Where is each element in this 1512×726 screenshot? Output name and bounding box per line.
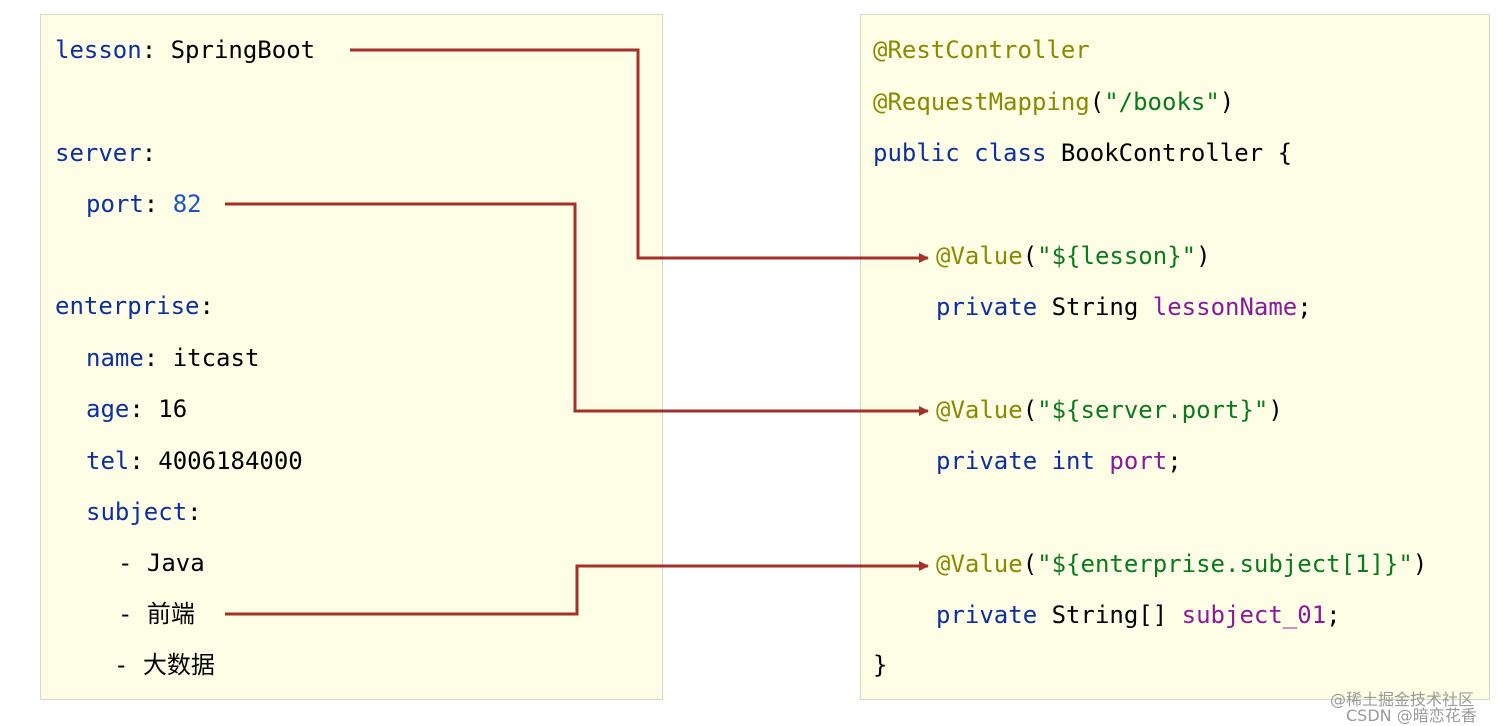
annotation-value-lesson: @Value (936, 242, 1023, 270)
java-controller-panel (860, 14, 1490, 700)
yaml-subject-item-2: - 大数据 (114, 651, 215, 679)
java-line-value-subject: @Value("${enterprise.subject[1]}") (936, 550, 1428, 578)
yaml-line-tel: tel: 4006184000 (86, 447, 303, 475)
expr-port: "${server.port}" (1037, 396, 1269, 424)
yaml-key-subject: subject (86, 498, 188, 526)
java-line-field-lesson: private String lessonName; (936, 293, 1312, 321)
yaml-line-age: age: 16 (86, 395, 188, 423)
yaml-line-port: port: 82 (86, 190, 202, 218)
java-line-value-port: @Value("${server.port}") (936, 396, 1283, 424)
yaml-line-name: name: itcast (86, 344, 260, 372)
java-line-close-brace: } (873, 651, 888, 679)
yaml-line-lesson: lesson: SpringBoot (55, 36, 316, 64)
annotation-rest-controller: @RestController (873, 36, 1090, 64)
java-line-field-subject: private String[] subject_01; (936, 601, 1341, 629)
yaml-line-server: server: (55, 139, 157, 167)
field-subject-01: subject_01 (1181, 601, 1327, 629)
yaml-line-enterprise: enterprise: (55, 292, 214, 320)
yaml-key-port: port (86, 190, 144, 218)
yaml-line-subject: subject: (86, 498, 202, 526)
yaml-key-tel: tel (86, 447, 130, 475)
yaml-key-name: name (86, 344, 144, 372)
watermark-juejin: @稀土掘金技术社区 (1330, 690, 1475, 709)
yaml-key-age: age (86, 395, 130, 423)
yaml-key-server: server (55, 139, 142, 167)
yaml-subject-value-2: 大数据 (142, 651, 215, 679)
expr-subject: "${enterprise.subject[1]}" (1037, 550, 1413, 578)
yaml-value-port: 82 (172, 190, 202, 218)
expr-lesson: "${lesson}" (1037, 242, 1197, 270)
watermark-csdn: CSDN @暗恋花香 (1346, 706, 1477, 725)
field-lesson-name: lessonName (1152, 293, 1298, 321)
class-name: BookController (1060, 139, 1264, 167)
yaml-subject-value-0: Java (146, 549, 205, 577)
yaml-value-lesson: SpringBoot (170, 36, 316, 64)
java-line-value-lesson: @Value("${lesson}") (936, 242, 1211, 270)
annotation-value-port: @Value (936, 396, 1023, 424)
yaml-subject-item-1: - 前端 (118, 600, 195, 628)
java-line-class-decl: public class BookController { (873, 139, 1293, 167)
yaml-key-enterprise: enterprise (55, 292, 200, 320)
yaml-subject-value-1: 前端 (146, 600, 195, 628)
java-line-field-port: private int port; (936, 447, 1182, 475)
yaml-key-lesson: lesson (55, 36, 142, 64)
mapping-path: "/books" (1104, 88, 1220, 116)
annotation-value-subject: @Value (936, 550, 1023, 578)
yaml-value-age: 16 (158, 395, 188, 423)
java-line-rest-controller: @RestController (873, 35, 1090, 65)
yaml-value-name: itcast (172, 344, 260, 372)
annotation-request-mapping: @RequestMapping (873, 88, 1090, 116)
field-port: port (1109, 447, 1168, 475)
yaml-subject-item-0: - Java (118, 549, 205, 577)
java-line-request-mapping: @RequestMapping("/books") (873, 88, 1235, 116)
yaml-value-tel: 4006184000 (158, 447, 303, 475)
